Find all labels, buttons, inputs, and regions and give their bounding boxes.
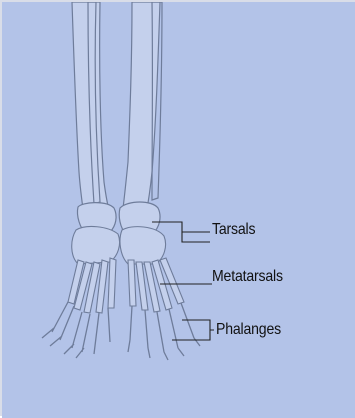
label-tarsals: Tarsals (212, 221, 255, 239)
label-phalanges: Phalanges (216, 321, 281, 339)
right-tarsus (120, 227, 166, 264)
label-metatarsals: Metatarsals (212, 268, 283, 286)
left-metatarsal-5 (108, 258, 116, 308)
right-metatarsal-1 (128, 260, 136, 306)
